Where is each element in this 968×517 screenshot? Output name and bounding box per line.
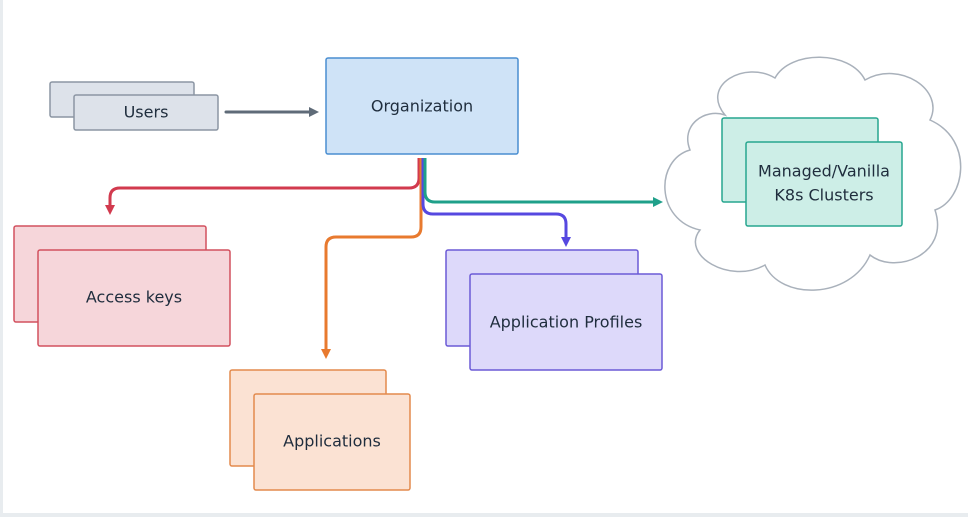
users-label: Users	[124, 103, 169, 122]
access-keys-node[interactable]: Access keys	[13, 225, 231, 347]
applications-label: Applications	[283, 432, 381, 451]
application-profiles-label: Application Profiles	[490, 313, 643, 332]
clusters-label-line2: K8s Clusters	[774, 186, 873, 205]
application-profiles-node[interactable]: Application Profiles	[445, 249, 663, 371]
users-node[interactable]: Users	[49, 81, 219, 131]
clusters-label-line1: Managed/Vanilla	[758, 162, 890, 181]
edge-organization-to-application-profiles	[421, 158, 571, 247]
edge-organization-to-access-keys	[105, 158, 421, 215]
edge-organization-to-applications	[321, 158, 423, 359]
organization-node[interactable]: Organization	[325, 57, 519, 155]
access-keys-label: Access keys	[86, 288, 182, 307]
edge-organization-to-clusters	[423, 158, 663, 207]
clusters-node[interactable]: Managed/Vanilla K8s Clusters	[721, 117, 903, 227]
organization-label: Organization	[371, 97, 473, 116]
applications-node[interactable]: Applications	[229, 369, 411, 491]
